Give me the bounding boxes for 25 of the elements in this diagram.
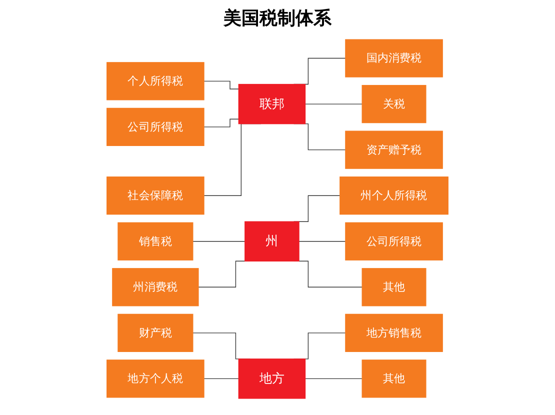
node-box: 社会保障税 — [106, 176, 204, 215]
node-box: 其他 — [362, 268, 426, 306]
node-box: 国内消费税 — [345, 39, 443, 78]
node-box: 关税 — [362, 84, 426, 124]
node-box: 资产赠予税 — [345, 130, 443, 169]
diagram-title: 美国税制体系 — [222, 7, 332, 30]
connector — [304, 378, 362, 380]
node-box: 联邦 — [238, 84, 306, 124]
connector — [204, 118, 239, 128]
node-box: 其他 — [362, 360, 426, 398]
node-box: 销售税 — [118, 222, 194, 260]
node-box: 地方销售税 — [345, 314, 443, 352]
node-box: 个人所得税 — [106, 62, 204, 100]
node-box: 公司所得税 — [345, 222, 443, 260]
connector — [204, 378, 239, 380]
node-box: 地方个人税 — [106, 360, 204, 398]
node-box: 财产税 — [118, 314, 194, 352]
node-box: 州 — [244, 221, 300, 262]
node-box: 州个人所得税 — [340, 176, 448, 215]
connector — [204, 80, 239, 90]
connector — [298, 241, 346, 242]
connector — [192, 241, 246, 242]
node-box: 地方 — [238, 358, 306, 399]
node-box: 公司所得税 — [106, 108, 204, 146]
node-box: 州消费税 — [112, 268, 199, 306]
